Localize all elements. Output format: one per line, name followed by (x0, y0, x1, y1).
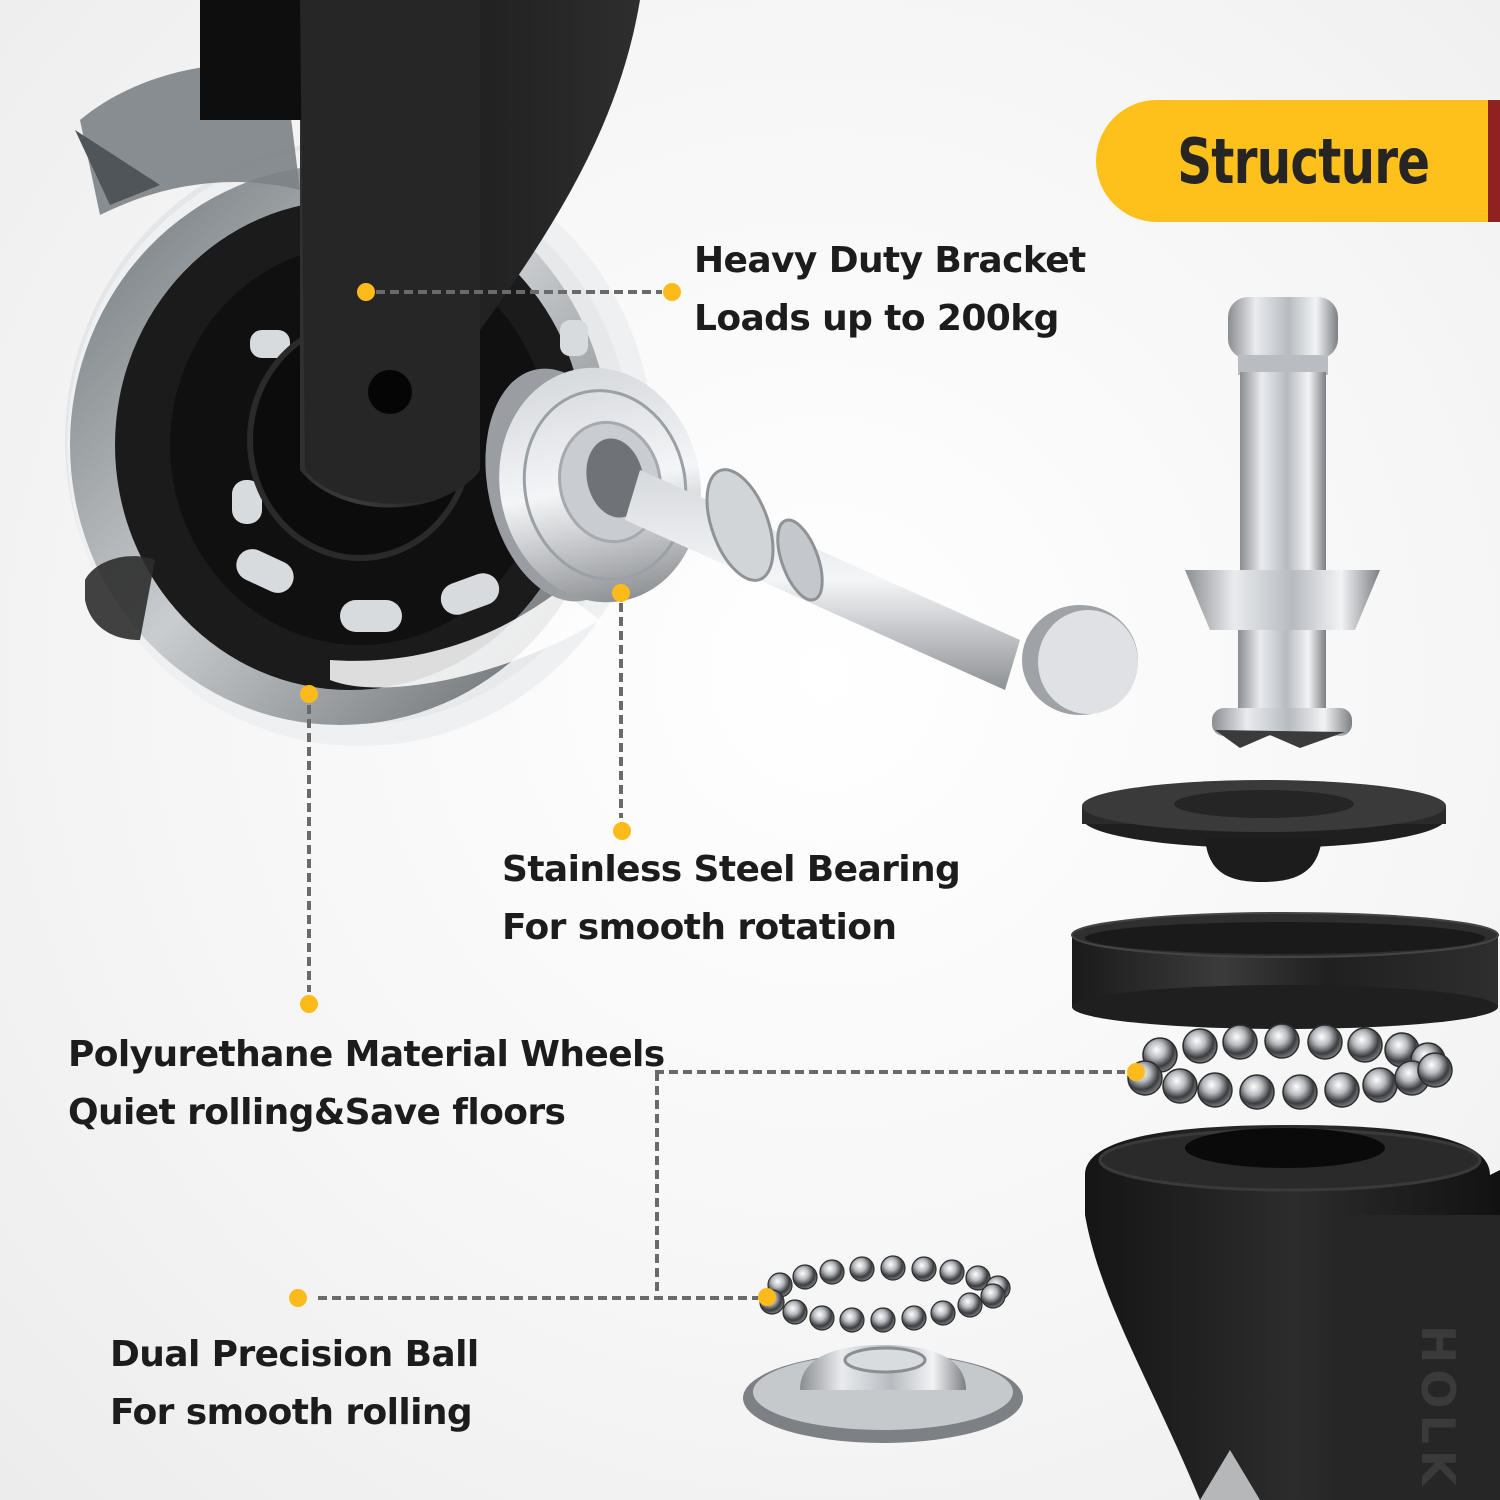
badge-label: Structure (1177, 124, 1431, 198)
swivel-housing (1085, 1125, 1500, 1500)
callout-dot-bearing (613, 822, 631, 840)
structure-badge: Structure (1096, 100, 1488, 222)
leader-line-balls-left (318, 1296, 758, 1300)
callout-dot-bracket (663, 283, 681, 301)
callout-dot-wheels (300, 995, 318, 1013)
brand-mark: HOLK (1411, 1325, 1465, 1492)
callout-dot-balls-upper-anchor (1127, 1063, 1145, 1081)
callout-bracket: Heavy Duty Bracket Loads up to 200kg (694, 232, 1086, 348)
lower-cup (743, 1345, 1023, 1443)
leader-line-wheels (307, 705, 311, 992)
badge-accent-strip (1488, 100, 1500, 222)
callout-wheels-subtitle: Quiet rolling&Save floors (68, 1092, 566, 1133)
callout-dot-balls-lower-anchor (758, 1288, 776, 1306)
axle-pin (625, 468, 1138, 715)
top-ring (1071, 912, 1499, 1029)
callout-bracket-title: Heavy Duty Bracket (694, 240, 1086, 281)
leader-line-bearing (619, 603, 623, 818)
leader-line-bracket (376, 290, 662, 294)
top-plate (1082, 780, 1446, 882)
callout-dot-wheels-anchor (300, 685, 318, 703)
axle-bearing (485, 367, 701, 603)
stem (1185, 297, 1380, 748)
leader-line-balls-top (655, 1070, 1125, 1074)
callout-bearing-title: Stainless Steel Bearing (502, 849, 961, 890)
callout-dot-bracket-anchor (357, 283, 375, 301)
callout-bracket-subtitle: Loads up to 200kg (694, 298, 1059, 339)
lower-ball-ring (759, 1255, 1011, 1333)
callout-dot-balls (289, 1289, 307, 1307)
callout-dot-bearing-anchor (612, 584, 630, 602)
callout-balls: Dual Precision Ball For smooth rolling (110, 1326, 479, 1442)
callout-wheels-title: Polyurethane Material Wheels (68, 1034, 665, 1075)
callout-bearing-subtitle: For smooth rotation (502, 907, 897, 948)
callout-bearing: Stainless Steel Bearing For smooth rotat… (502, 841, 961, 957)
callout-wheels: Polyurethane Material Wheels Quiet rolli… (68, 1026, 665, 1142)
upper-ball-ring (1127, 1023, 1453, 1110)
bracket (200, 0, 640, 508)
callout-balls-title: Dual Precision Ball (110, 1334, 479, 1375)
callout-balls-subtitle: For smooth rolling (110, 1392, 473, 1433)
leader-line-balls-vertical (655, 1072, 659, 1300)
